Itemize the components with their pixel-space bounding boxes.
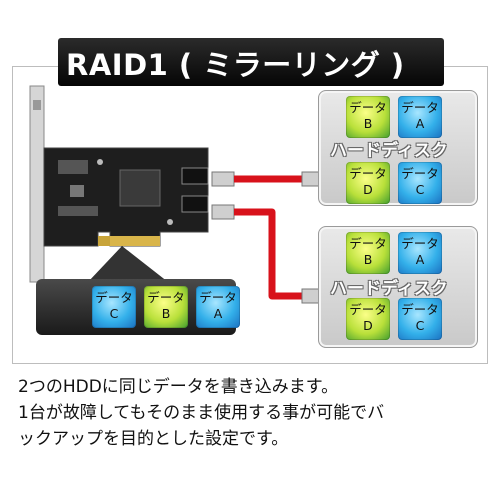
data-tile-letter: C <box>109 306 119 321</box>
data-tile-letter: C <box>415 318 425 333</box>
data-tile-word: データ <box>349 166 387 181</box>
data-tile-word: データ <box>349 236 387 251</box>
data-tile-letter: D <box>363 182 373 197</box>
sata-port-2 <box>181 195 209 213</box>
data-tile-word: データ <box>401 236 439 251</box>
callout-pointer <box>88 246 168 282</box>
data-tile-word: データ <box>95 290 133 305</box>
data-tile-word: データ <box>349 302 387 317</box>
data-tile-word: データ <box>401 302 439 317</box>
data-tile-word: データ <box>147 290 185 305</box>
sata-cable-top <box>211 171 323 187</box>
data-tile-letter: B <box>363 116 373 131</box>
description-line-3: ックアップを目的とした設定です。 <box>18 429 289 449</box>
data-tile-letter: A <box>213 306 223 321</box>
description-line-2: 1台が故障してもそのまま使用する事が可能でバ <box>18 403 385 423</box>
data-tile-letter: B <box>363 252 373 267</box>
data-tile-letter: D <box>363 318 373 333</box>
data-tile-word: データ <box>401 100 439 115</box>
data-tile-word: データ <box>349 100 387 115</box>
data-tile-letter: A <box>415 252 425 267</box>
title: RAID1 ( ミラーリング ) <box>66 48 405 82</box>
hdd-bottom-label: ハードディスク <box>330 279 448 299</box>
title-banner <box>58 38 444 86</box>
data-tile-letter: C <box>415 182 425 197</box>
sata-port-1 <box>181 167 209 185</box>
sata-cable-bottom <box>211 204 323 304</box>
hdd-top-label: ハードディスク <box>330 141 448 161</box>
data-tile-word: データ <box>199 290 237 305</box>
data-tile-letter: B <box>161 306 171 321</box>
data-tile-letter: A <box>415 116 425 131</box>
description-line-1: 2つのHDDに同じデータを書き込みます。 <box>18 377 339 397</box>
card-bracket <box>29 85 45 283</box>
data-tile-word: データ <box>401 166 439 181</box>
